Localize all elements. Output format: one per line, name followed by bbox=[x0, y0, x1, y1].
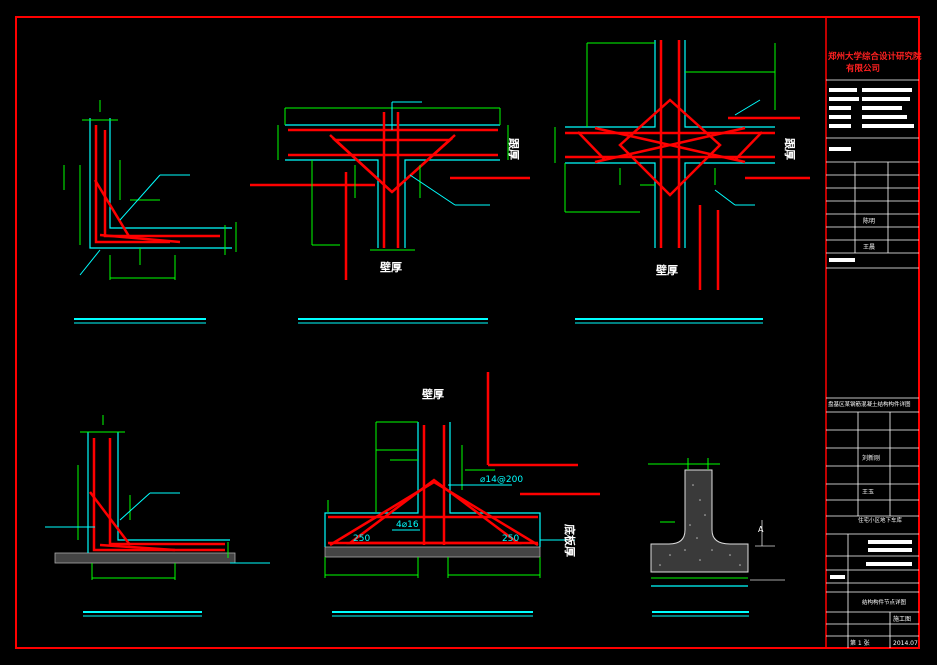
dim-right-label: 250 bbox=[502, 534, 519, 544]
wall-thickness-label: 壁厚 bbox=[422, 387, 444, 401]
sheet-number: 第 1 张 bbox=[850, 639, 870, 647]
footing-mark: A bbox=[758, 525, 764, 534]
side-thickness-label: 跟厚 bbox=[783, 138, 796, 160]
concrete-slab bbox=[324, 546, 541, 558]
side-thickness-label: 跟厚 bbox=[507, 138, 520, 160]
reviewer-name: 刘新刚 bbox=[862, 454, 880, 462]
slab-thickness-label: 底板厚 bbox=[563, 524, 577, 557]
drawing-date: 2014.07 bbox=[893, 640, 918, 647]
stage-label: 施工图 bbox=[893, 615, 911, 623]
dim-left-label: 250 bbox=[353, 534, 370, 544]
wall-thickness-label: 壁厚 bbox=[380, 260, 402, 274]
drawn-by-name: 王晨 bbox=[863, 244, 875, 251]
detail-tee-bottom: 壁厚 ⌀14@200 4⌀16 250 250 底板厚 bbox=[324, 372, 600, 617]
company-sub: 有限公司 bbox=[846, 63, 880, 74]
rebar-top-label: ⌀14@200 bbox=[480, 475, 523, 485]
project-title: 盘基区某钢筋混凝土结构构件详图 bbox=[828, 400, 911, 408]
drawing-name: 结构构件节点详图 bbox=[862, 598, 907, 606]
designer-name: 陈明 bbox=[863, 217, 875, 225]
wall-thickness-label: 壁厚 bbox=[656, 263, 678, 277]
company-name: 郑州大学综合设计研究院 bbox=[828, 51, 922, 62]
detail-footing: A bbox=[648, 458, 785, 617]
project-name: 住宅小区地下车库 bbox=[858, 516, 903, 524]
concrete-slab bbox=[54, 552, 236, 564]
title-block: 郑州大学综合设计研究院 有限公司 陈明 王晨 bbox=[826, 51, 922, 648]
detail-cross-top: 壁厚 跟厚 bbox=[554, 40, 810, 324]
checker-name: 王玉 bbox=[862, 489, 874, 496]
detail-tee-top: 壁厚 跟厚 bbox=[250, 101, 530, 324]
rebar-mid-label: 4⌀16 bbox=[396, 520, 419, 530]
detail-corner-top bbox=[63, 100, 237, 324]
footing-concrete bbox=[650, 469, 749, 573]
detail-corner-bottom bbox=[45, 415, 270, 617]
sheet-border bbox=[15, 16, 920, 649]
